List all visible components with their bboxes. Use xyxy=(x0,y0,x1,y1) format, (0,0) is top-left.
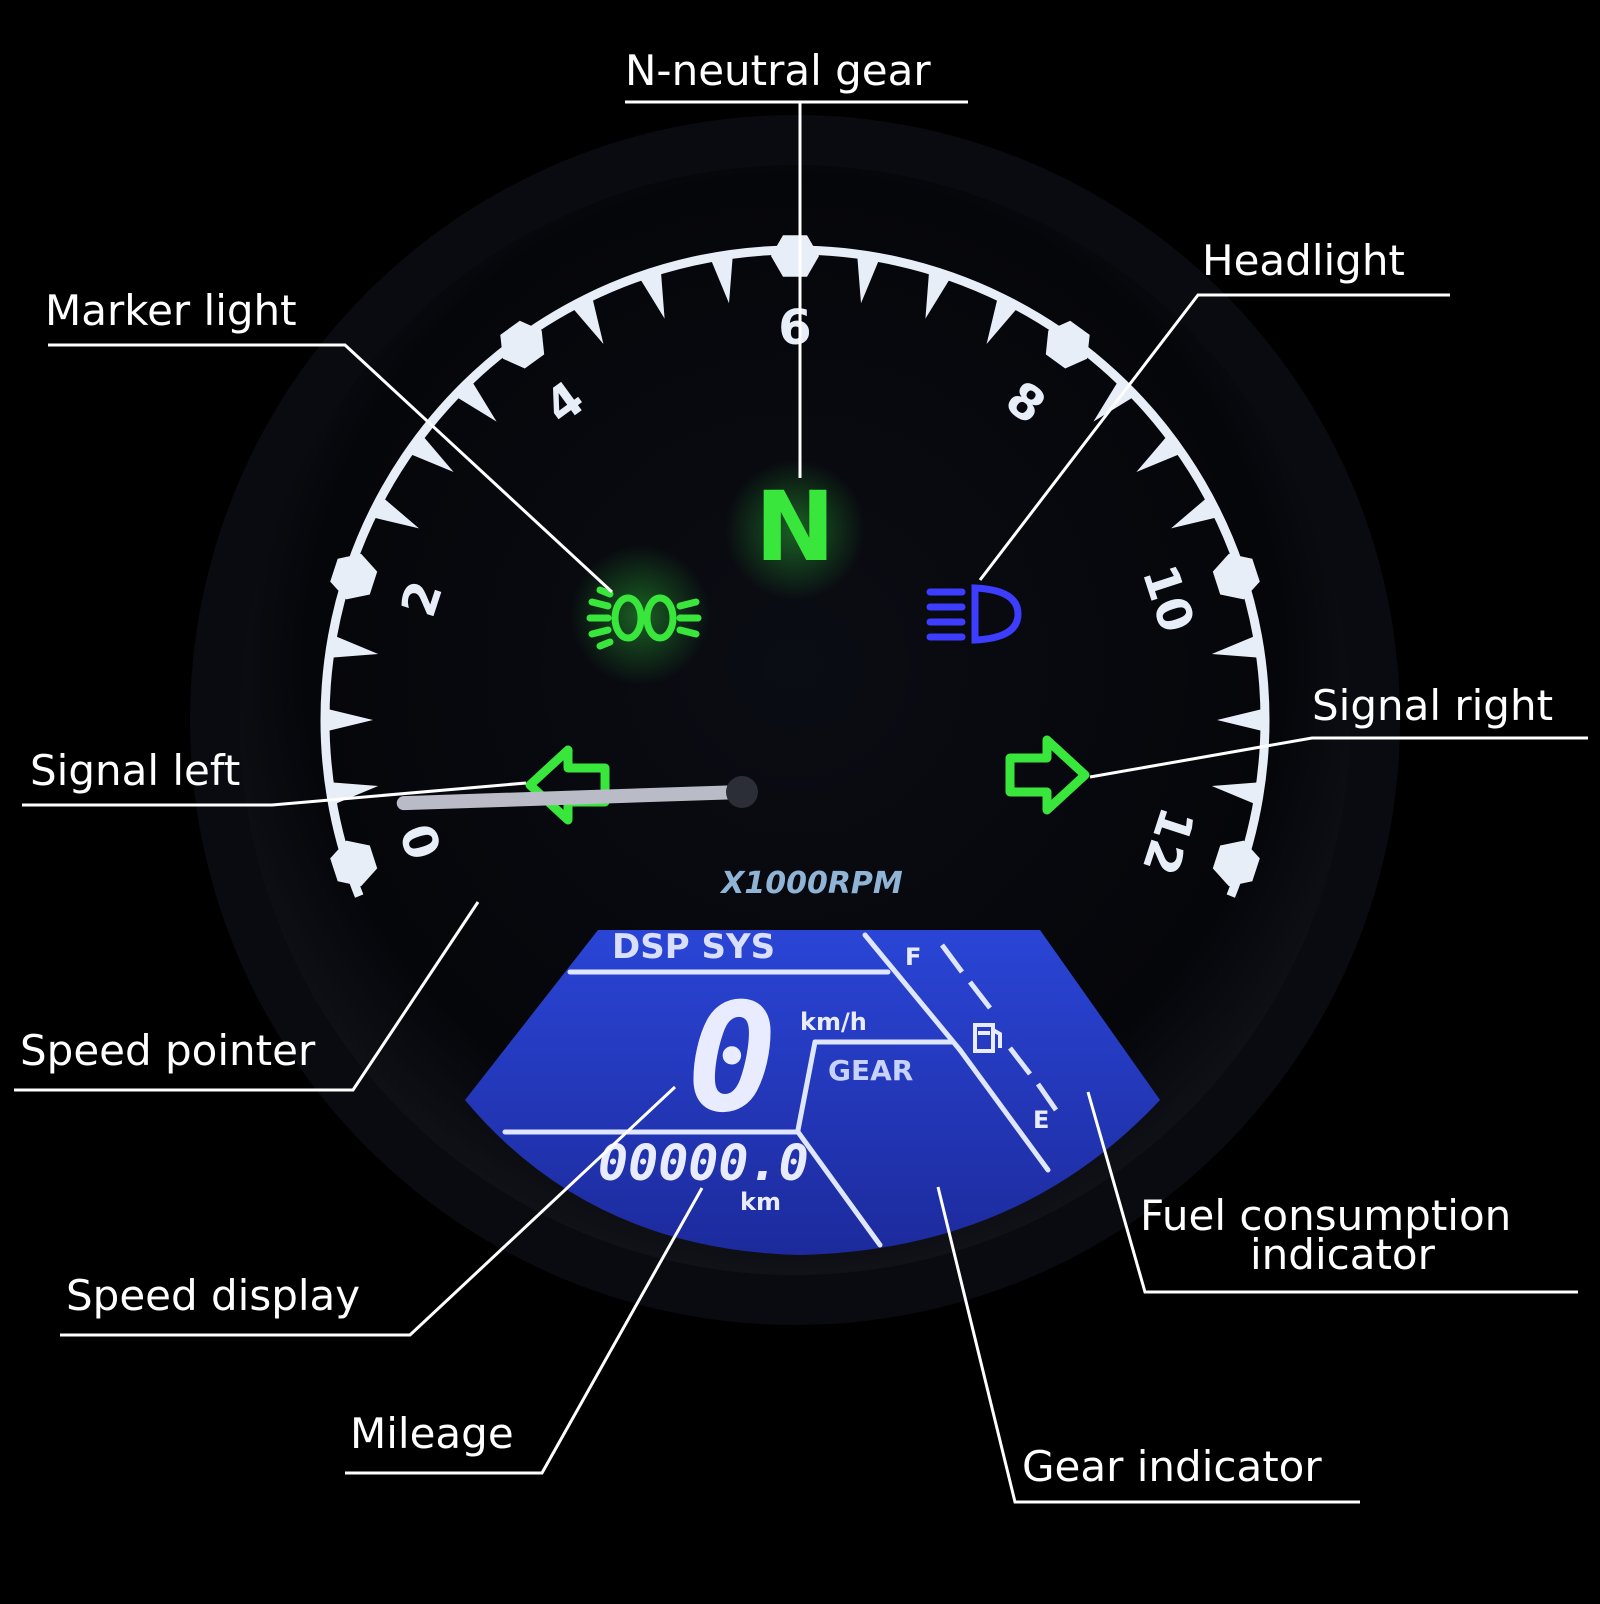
leader-mileage xyxy=(345,1187,704,1475)
tick-major-12 xyxy=(1212,840,1260,887)
label-speed-display: Speed display xyxy=(66,1271,361,1320)
tick-minor xyxy=(1217,709,1261,731)
tick-minor xyxy=(925,273,950,319)
tick-major-8 xyxy=(1045,320,1090,369)
label-mileage: Mileage xyxy=(350,1409,514,1458)
tick-minor xyxy=(411,437,454,472)
neutral-indicator: N xyxy=(755,471,835,583)
label-signal-right: Signal right xyxy=(1312,681,1554,730)
leader-speed-pointer xyxy=(14,901,480,1092)
headlight-icon xyxy=(926,584,1022,644)
leader-headlight xyxy=(978,293,1450,581)
fuel-full-label: F xyxy=(905,943,921,971)
lcd-panel xyxy=(465,930,1160,1255)
speed-value: 0 xyxy=(687,972,777,1146)
fuel-empty-label: E xyxy=(1033,1106,1049,1134)
needle-shaft xyxy=(396,785,749,811)
fuel-pump-icon xyxy=(973,1023,1002,1053)
tick-minor xyxy=(333,636,379,658)
tick-minor xyxy=(1171,499,1215,529)
label-gear-indicator: Gear indicator xyxy=(1022,1442,1322,1491)
marker-light-icon xyxy=(586,586,702,650)
tick-minor xyxy=(857,258,879,304)
callout-lines xyxy=(14,100,1588,1504)
leader-signal-right xyxy=(1089,736,1588,779)
speed-unit: km/h xyxy=(800,1008,867,1036)
tick-minor xyxy=(986,300,1016,344)
tick-minor xyxy=(329,709,373,731)
label-fuel-line1: Fuel consumption xyxy=(1140,1191,1512,1240)
tick-minor xyxy=(1211,782,1257,804)
label-marker-light: Marker light xyxy=(45,286,297,335)
lcd-dividers xyxy=(502,932,1051,1248)
label-speed-pointer: Speed pointer xyxy=(20,1026,316,1075)
tick-minor xyxy=(375,499,419,529)
tick-minor xyxy=(640,273,665,319)
leader-speed-display xyxy=(60,1085,677,1337)
tick-major-2 xyxy=(330,553,378,600)
tick-major-10 xyxy=(1212,553,1260,600)
leader-signal-left xyxy=(22,781,527,807)
tick-major-6 xyxy=(771,235,819,277)
label-fuel-line2: indicator xyxy=(1250,1230,1435,1279)
tick-minor xyxy=(1136,437,1179,472)
lcd-title: DSP SYS xyxy=(612,927,775,967)
tick-minor xyxy=(458,383,497,422)
needle-hub xyxy=(726,776,758,808)
label-headlight: Headlight xyxy=(1202,236,1405,285)
label-signal-left: Signal left xyxy=(30,746,241,795)
rpm-unit-label: X1000RPM xyxy=(719,866,903,901)
speed-pointer xyxy=(396,776,758,811)
tick-major-4 xyxy=(500,320,545,369)
leader-marker xyxy=(48,343,614,594)
neutral-glow xyxy=(725,460,865,600)
tachometer-ticks xyxy=(329,235,1261,887)
odometer-unit: km xyxy=(740,1188,781,1216)
fuel-gauge xyxy=(939,943,1059,1112)
leader-fuel xyxy=(1086,1091,1578,1294)
arrow-right-icon xyxy=(1005,735,1090,815)
odometer-value: 00000.0 xyxy=(598,1134,809,1192)
tick-minor xyxy=(574,300,604,344)
tick-major-0 xyxy=(330,840,378,887)
tick-label-6: 6 xyxy=(778,300,811,356)
tick-minor xyxy=(711,258,733,304)
arrow-left-icon xyxy=(525,745,610,825)
label-neutral-gear: N-neutral gear xyxy=(625,46,931,95)
leader-gear xyxy=(936,1186,1360,1504)
tick-minor xyxy=(1211,636,1257,658)
gear-label: GEAR xyxy=(828,1054,913,1087)
